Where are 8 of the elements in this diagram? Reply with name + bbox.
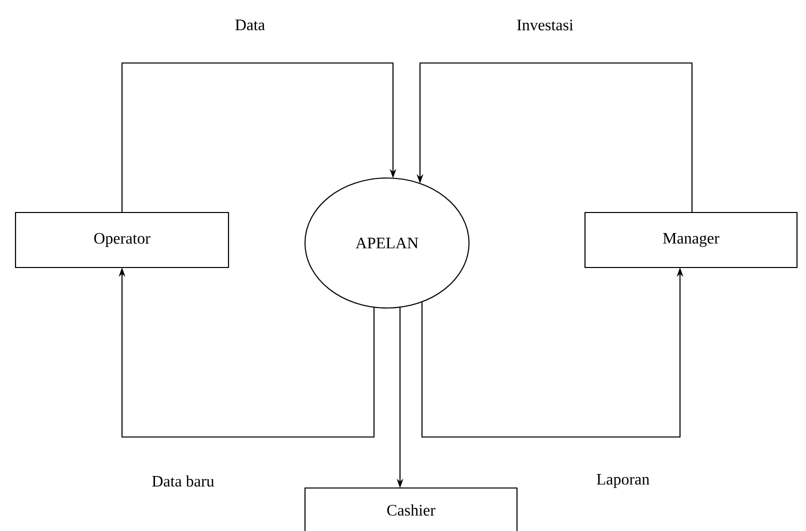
arrow: [121, 62, 396, 212]
edge-label: Data: [234, 18, 266, 32]
edge-label: Data baru: [150, 474, 216, 488]
edge-label: Laporan: [595, 472, 651, 490]
entity-box: Operator: [14, 212, 230, 268]
entity-box: Cashier: [304, 487, 518, 531]
entity-box: Manager: [584, 212, 798, 268]
edge-label: Investasi: [515, 18, 575, 32]
